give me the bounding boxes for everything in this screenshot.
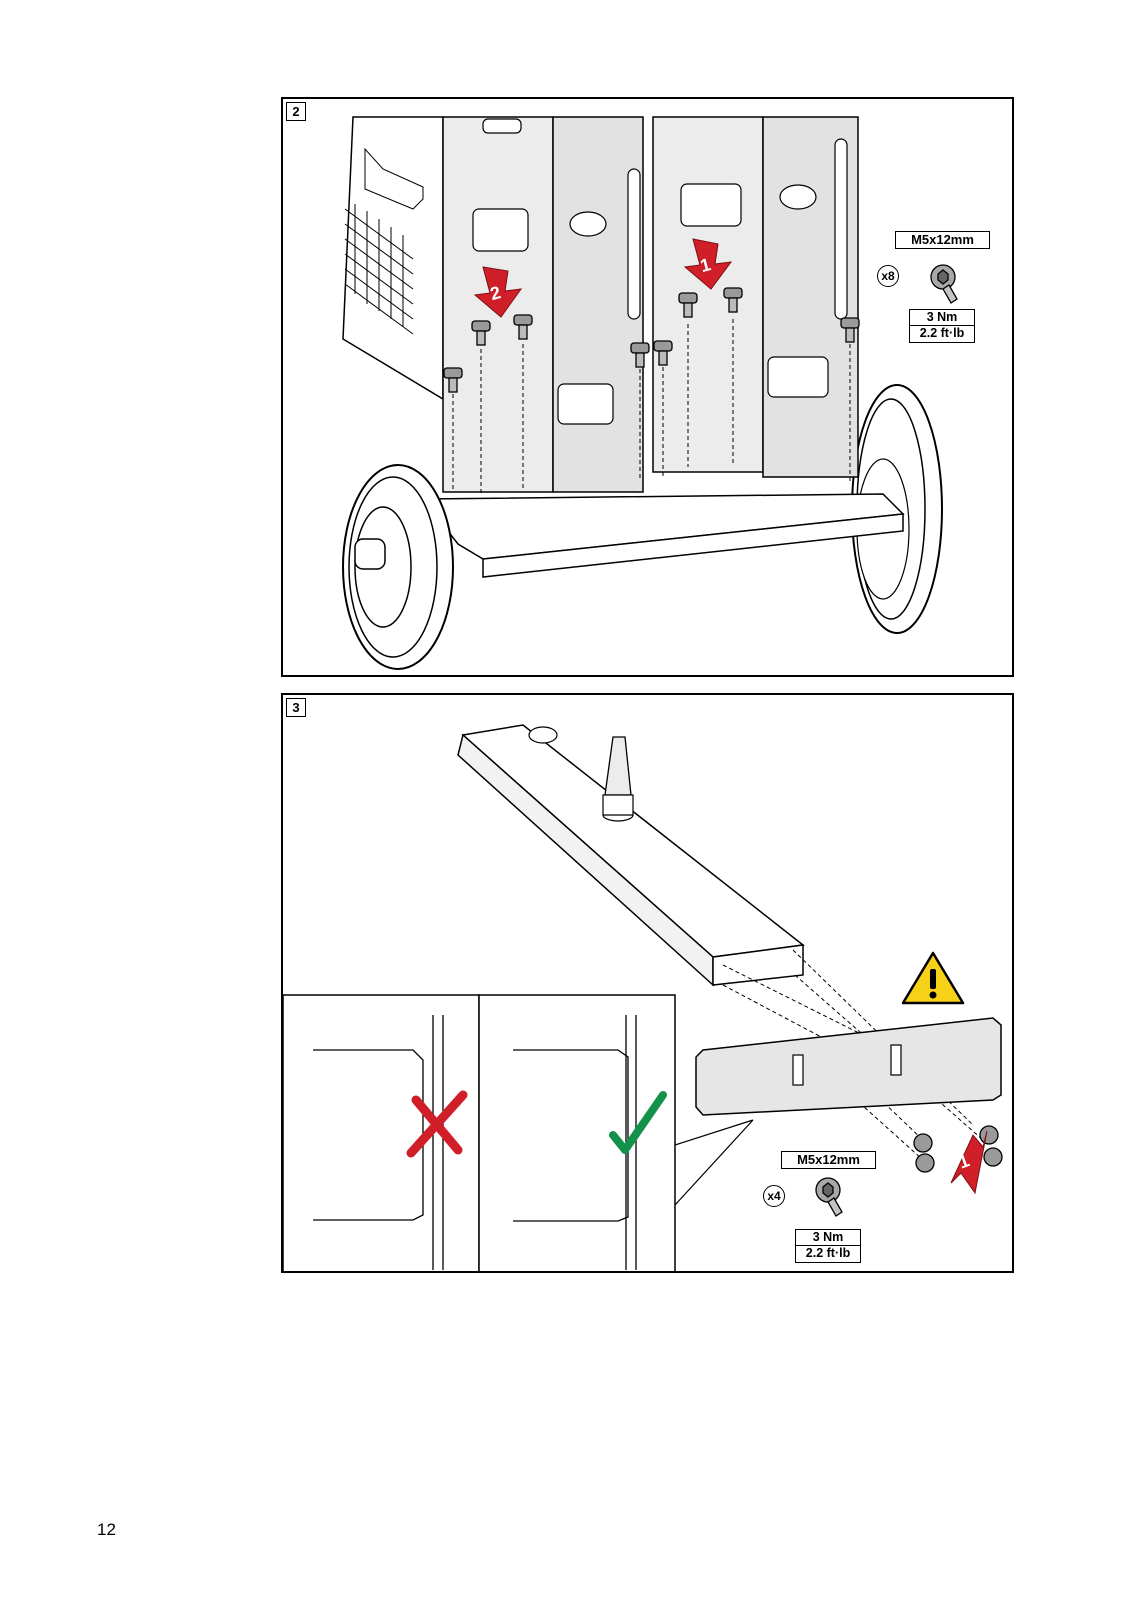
torque-nm: 3 Nm <box>926 310 958 324</box>
torque-nm: 3 Nm <box>812 1230 844 1244</box>
torque-spec: 3 Nm 2.2 ft·lb <box>909 309 975 343</box>
screw-size-label: M5x12mm <box>781 1151 876 1169</box>
axle-mount-illustration: 1 <box>283 724 1003 1271</box>
torque-spec: 3 Nm 2.2 ft·lb <box>795 1229 861 1263</box>
step-2-panel: 2 1 2 M5x12mm x8 3 Nm 2.2 ft·lb <box>281 97 1014 677</box>
left-wheel <box>342 464 454 670</box>
axle-screws <box>913 1125 1003 1173</box>
screw-count-badge: x4 <box>763 1185 785 1207</box>
step-3-panel: 1 3 M5x12mm <box>281 693 1014 1273</box>
torque-ftlb: 2.2 ft·lb <box>910 325 974 341</box>
screw-spec-icon <box>930 264 958 304</box>
screw-size-label: M5x12mm <box>895 231 990 249</box>
panel-c <box>652 116 764 473</box>
hinge-plate <box>695 1017 1002 1116</box>
step-number-badge: 3 <box>286 698 306 717</box>
sequence-arrow-2-label: 2 <box>488 282 503 304</box>
screws <box>443 287 860 393</box>
screw-count-badge: x8 <box>877 265 899 287</box>
step-number-badge: 2 <box>286 102 306 121</box>
screw-spec-block: M5x12mm x8 3 Nm 2.2 ft·lb <box>877 231 990 343</box>
trolley-illustration: 2 1 <box>342 116 958 670</box>
sequence-arrow-1-label: 1 <box>698 254 713 276</box>
axle-beam <box>461 724 805 958</box>
sequence-arrow-2: 2 <box>473 266 523 318</box>
incorrect-cross-icon <box>406 1090 468 1158</box>
sequence-arrow-1: 1 <box>683 238 733 290</box>
screw-spec-block: M5x12mm x4 3 Nm 2.2 ft·lb <box>763 1151 876 1263</box>
screw-spec-icon <box>815 1177 843 1217</box>
page-number: 12 <box>97 1520 116 1539</box>
step3-sequence-arrow-1: 1 <box>950 1130 988 1195</box>
warning-triangle-icon <box>901 951 965 1005</box>
correct-check-icon <box>609 1091 667 1154</box>
cone-pin <box>604 736 632 796</box>
torque-ftlb: 2.2 ft·lb <box>796 1245 860 1261</box>
